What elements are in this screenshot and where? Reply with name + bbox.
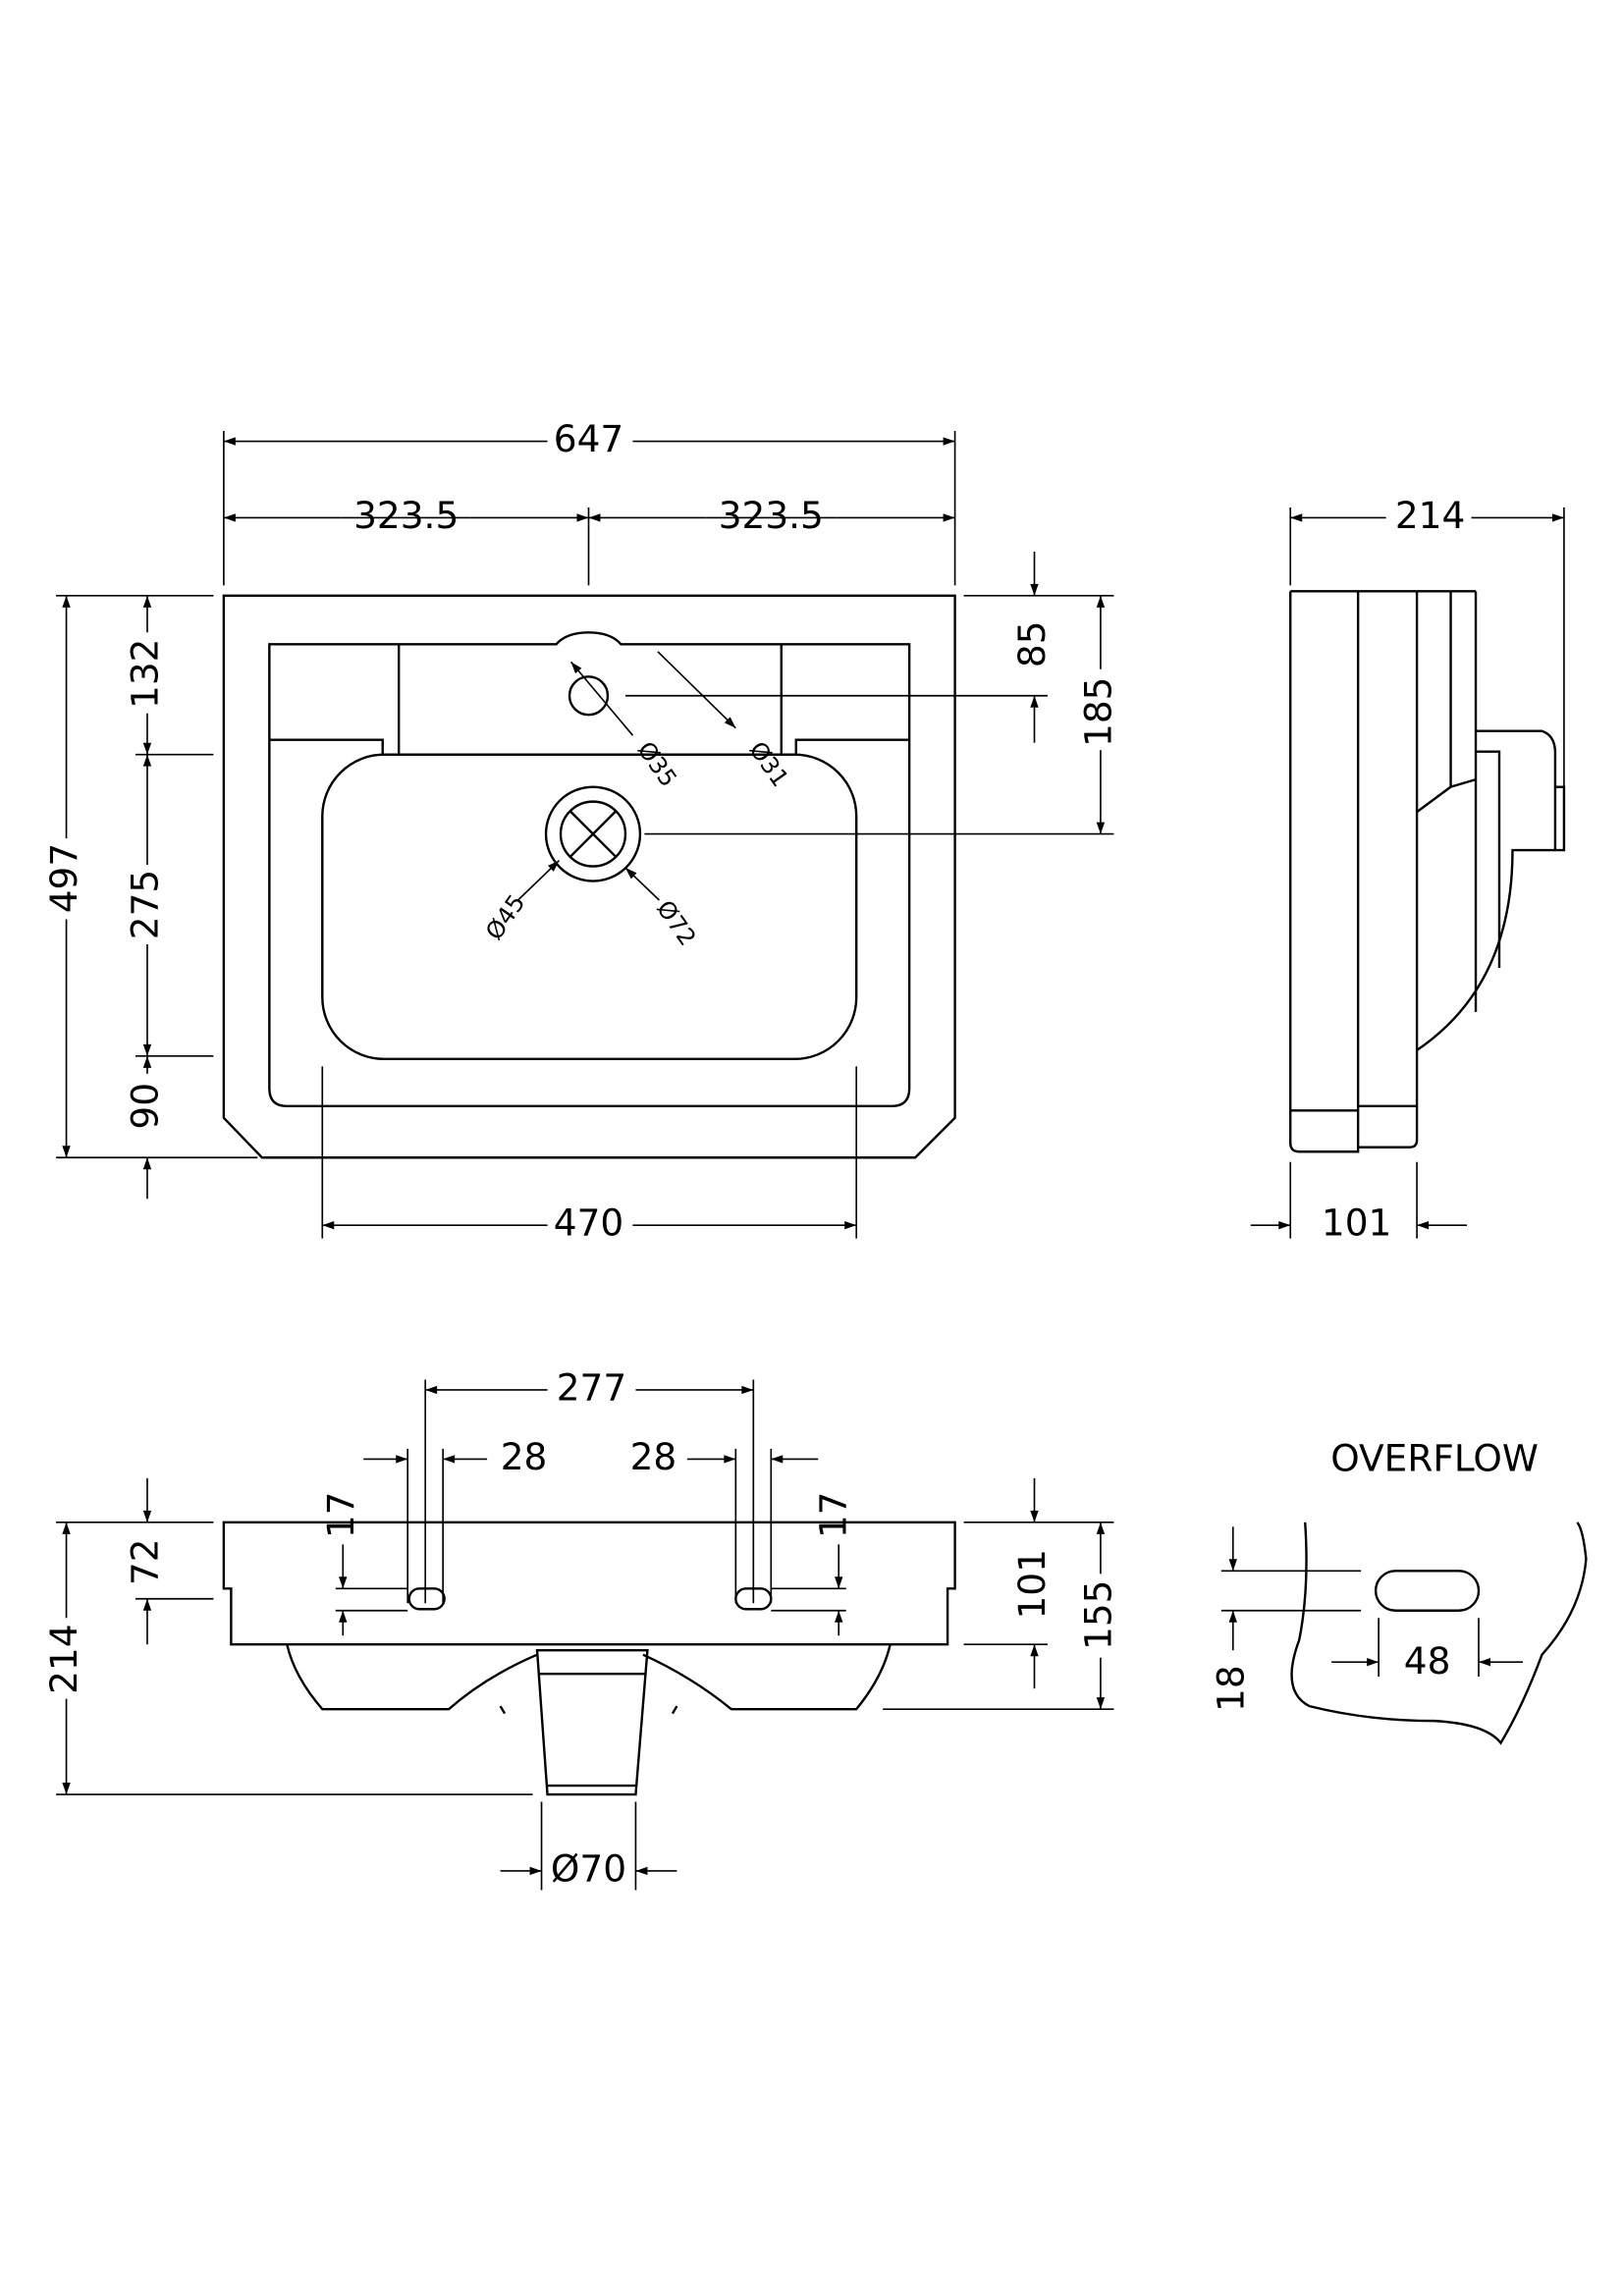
dim-front-rim: 90 <box>123 1083 166 1130</box>
dim-tap-hole-offset: 85 <box>1010 620 1054 667</box>
dim-tap-hole-dia: Ø35 <box>632 736 682 792</box>
dim-basin-height: 155 <box>1076 1580 1119 1650</box>
dim-bowl-width: 470 <box>554 1201 623 1245</box>
overflow-title: OVERFLOW <box>1330 1436 1539 1479</box>
dim-half-width-left: 323.5 <box>353 494 459 537</box>
waste-outer <box>544 785 642 882</box>
front-view: 277 28 28 17 17 72 214 101 155 Ø70 <box>42 1365 1119 1890</box>
dim-overflow-left-width: 28 <box>501 1435 548 1478</box>
dim-side-projection: 214 <box>1395 494 1465 537</box>
dim-waste-dia: Ø45 <box>480 889 530 945</box>
side-view: 214 101 <box>1250 494 1566 1245</box>
dim-half-width-right: 323.5 <box>719 494 824 537</box>
dim-tap-hole-boss-dia: Ø31 <box>743 736 793 792</box>
dim-rear-to-bowl: 132 <box>123 639 166 709</box>
dim-overall-depth: 497 <box>42 843 85 913</box>
plan-view: 647 323.5 323.5 497 132 275 90 85 185 47… <box>42 417 1119 1245</box>
overflow-slot-left <box>407 1587 446 1611</box>
inner-rim <box>268 631 911 1107</box>
bowl <box>321 753 858 1061</box>
dim-bowl-depth: 275 <box>123 870 166 939</box>
dim-waste-outlet-dia: Ø70 <box>551 1846 626 1890</box>
dim-overall-height: 214 <box>42 1624 85 1693</box>
dim-overflow-right-width: 28 <box>630 1435 677 1478</box>
dim-slot-width: 48 <box>1404 1639 1451 1682</box>
waste-inner <box>559 800 627 868</box>
overflow-slot <box>1374 1570 1481 1612</box>
dim-rim-to-overflow: 72 <box>123 1538 166 1585</box>
dim-rim-height: 101 <box>1010 1549 1054 1619</box>
tap-ledge <box>269 644 910 756</box>
dim-overflow-left-height: 17 <box>319 1492 362 1539</box>
dim-waste-outer-dia: Ø72 <box>651 895 701 951</box>
dim-overflow-right-height: 17 <box>812 1492 855 1539</box>
dim-side-front-section: 101 <box>1322 1201 1391 1245</box>
overflow-detail: OVERFLOW 18 48 <box>1209 1436 1588 1745</box>
dim-overall-width: 647 <box>554 417 623 460</box>
dim-waste-offset: 185 <box>1076 676 1119 746</box>
tap-hole <box>568 675 610 717</box>
dim-overflow-spacing: 277 <box>557 1365 626 1409</box>
basin-outline <box>222 594 956 1159</box>
dim-slot-height: 18 <box>1209 1665 1252 1712</box>
